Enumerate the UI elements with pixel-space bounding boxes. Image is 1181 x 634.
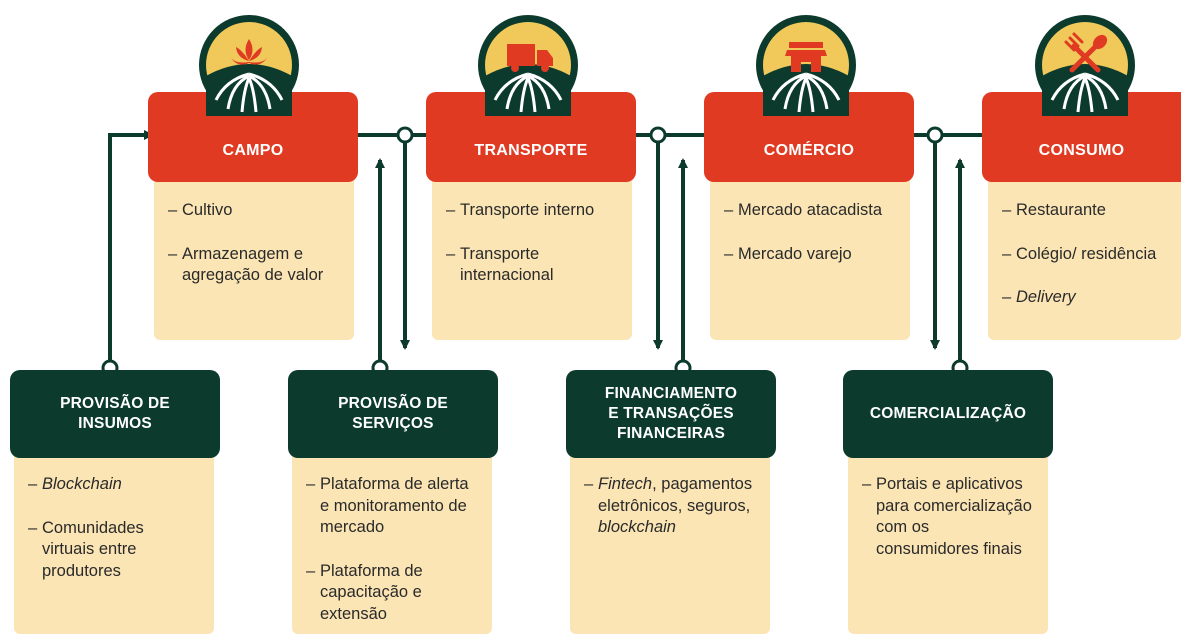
item-text: Restaurante [1016,201,1106,219]
list-item: –Transporte interno [446,200,618,222]
list-item: –Blockchain [28,474,200,496]
item-text: Armazenagem e agregação de valor [182,244,324,285]
list-item: –Comunidades virtuais entre produtores [28,518,200,583]
list-item: –Restaurante [1002,200,1167,222]
service-title: FINANCIAMENTO E TRANSAÇÕES FINANCEIRAS [604,385,738,442]
stage-title: CONSUMO [1038,142,1125,159]
stage-transporte-header: TRANSPORTE [426,92,636,182]
list-item: –Mercado varejo [724,244,896,266]
text-fragment: , pagamentos eletrônicos, seguros, [598,475,753,515]
list-item: –Transporte internacional [446,244,618,287]
list-item: –Portais e aplicativos para comercializa… [862,474,1034,560]
italic-term: Fintech [598,475,653,493]
item-text: Cultivo [182,201,233,219]
store-icon [756,15,856,116]
list-item: –Fintech, pagamentos eletrônicos, seguro… [584,474,756,539]
service-comercializacao-details: –Portais e aplicativos para comercializa… [848,452,1048,634]
item-text: Transporte internacional [460,244,554,285]
italic-term: blockchain [598,518,676,536]
stage-title: COMÉRCIO [763,142,855,159]
list-item: –Delivery [1002,287,1167,309]
service-title: PROVISÃO DE SERVIÇOS [338,395,448,432]
truck-icon [478,15,578,116]
item-text: Mercado varejo [738,244,852,263]
service-financiamento-header: FINANCIAMENTO E TRANSAÇÕES FINANCEIRAS [566,370,776,458]
service-title: COMERCIALIZAÇÃO [869,405,1027,422]
service-financiamento-details: –Fintech, pagamentos eletrônicos, seguro… [570,452,770,634]
item-text: Portais e aplicativos para comercializaç… [876,475,1032,558]
item-text: Mercado atacadista [738,201,882,219]
service-insumos-header: PROVISÃO DE INSUMOS [10,370,220,458]
service-title: PROVISÃO DE INSUMOS [60,395,170,432]
service-servicos-header: PROVISÃO DE SERVIÇOS [288,370,498,458]
service-comercializacao-header: COMERCIALIZAÇÃO [843,370,1053,458]
item-text: Delivery [1016,288,1076,306]
list-item: –Plataforma de capacitação e extensão [306,561,478,626]
item-text: Blockchain [42,475,122,493]
stage-transporte-details: –Transporte interno –Transporte internac… [432,180,632,340]
stage-comercio-details: –Mercado atacadista –Mercado varejo [710,180,910,340]
list-item: –Armazenagem e agregação de valor [168,244,340,287]
item-text: Transporte interno [460,201,595,219]
list-item: –Plataforma de alerta e monitoramento de… [306,474,478,539]
stage-title: CAMPO [222,142,284,159]
list-item: –Cultivo [168,200,340,222]
stage-campo-details: –Cultivo –Armazenagem e agregação de val… [154,180,354,340]
item-text: Comunidades virtuais entre produtores [42,518,144,580]
service-insumos-details: –Blockchain –Comunidades virtuais entre … [14,452,214,634]
service-servicos-details: –Plataforma de alerta e monitoramento de… [292,452,492,634]
item-text: Fintech, pagamentos eletrônicos, seguros… [598,474,756,539]
stage-consumo-details: –Restaurante –Colégio/ residência –Deliv… [988,180,1181,340]
item-text: Plataforma de alerta e monitoramento de … [320,475,469,536]
list-item: –Colégio/ residência [1002,244,1167,266]
item-text: Colégio/ residência [1016,244,1157,263]
item-text: Plataforma de capacitação e extensão [320,561,423,623]
stage-title: TRANSPORTE [474,142,588,159]
fork-spoon-icon [1035,15,1135,116]
lotus-icon [199,15,299,116]
list-item: –Mercado atacadista [724,200,896,222]
